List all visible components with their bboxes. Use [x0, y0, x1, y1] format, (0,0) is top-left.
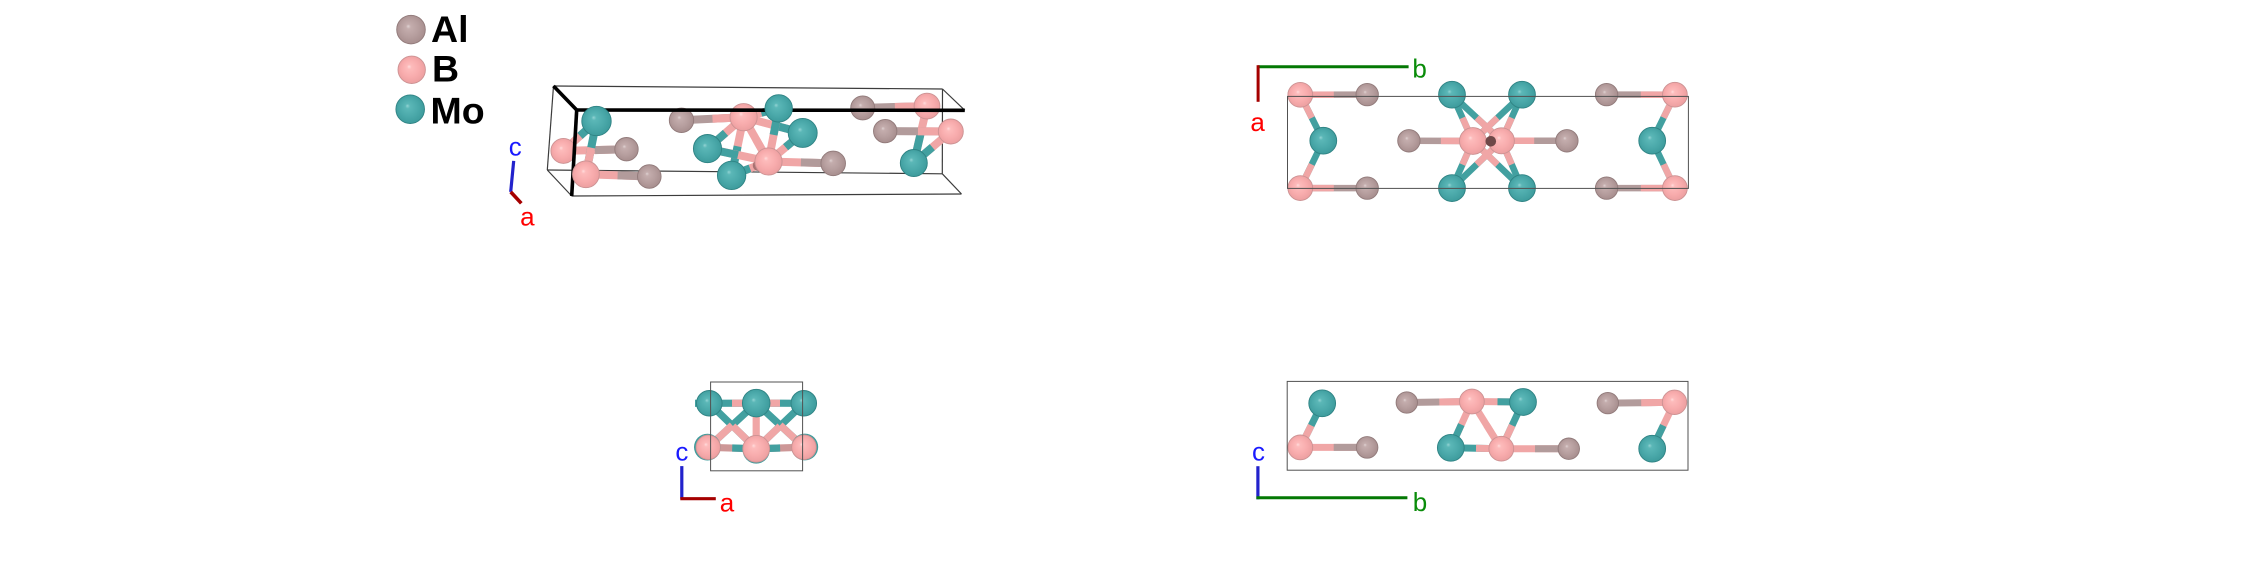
svg-text:a: a — [720, 488, 735, 518]
svg-text:a: a — [520, 202, 535, 232]
svg-text:a: a — [1250, 107, 1265, 137]
svg-text:c: c — [509, 131, 522, 161]
svg-text:B: B — [432, 47, 459, 89]
svg-text:Mo: Mo — [431, 89, 485, 131]
svg-text:Al: Al — [431, 8, 469, 50]
svg-text:c: c — [675, 437, 688, 467]
svg-text:b: b — [1412, 54, 1426, 84]
svg-text:c: c — [1252, 437, 1265, 467]
svg-text:b: b — [1413, 487, 1427, 517]
